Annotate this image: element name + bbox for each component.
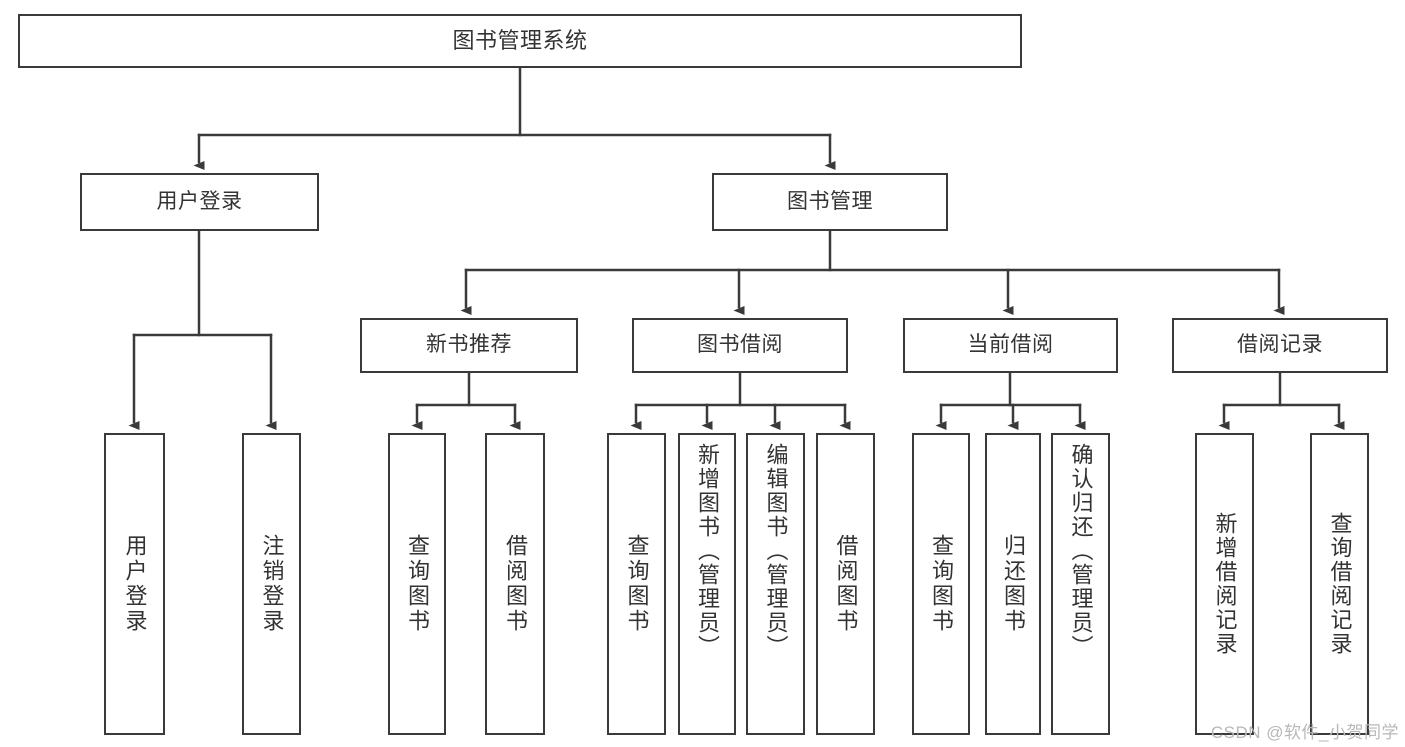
node-leaf-return-book[interactable]: 归还图书 <box>985 433 1041 735</box>
node-current-borrow-label: 当前借阅 <box>967 333 1054 357</box>
node-leaf-query-book-1[interactable]: 查询图书 <box>388 433 446 735</box>
node-leaf-add-record[interactable]: 新增借阅记录 <box>1195 433 1254 735</box>
node-leaf-borrow-book-1[interactable]: 借阅图书 <box>485 433 545 735</box>
node-leaf-confirm-return[interactable]: 确认归还（管理员） <box>1051 433 1110 735</box>
node-leaf-add-record-label: 新增借阅记录 <box>1212 512 1238 656</box>
node-book-borrow-label: 图书借阅 <box>697 333 783 357</box>
node-current-borrow[interactable]: 当前借阅 <box>903 318 1118 373</box>
node-root[interactable]: 图书管理系统 <box>18 14 1022 68</box>
node-leaf-user-login-label: 用户登录 <box>122 534 148 634</box>
node-new-book-recommend[interactable]: 新书推荐 <box>360 318 578 373</box>
node-leaf-query-book-3-label: 查询图书 <box>929 534 954 634</box>
node-leaf-borrow-book-1-label: 借阅图书 <box>503 534 528 634</box>
node-leaf-user-logout-label: 注销登录 <box>259 534 285 634</box>
node-leaf-query-record[interactable]: 查询借阅记录 <box>1310 433 1369 735</box>
node-leaf-borrow-book-2[interactable]: 借阅图书 <box>816 433 875 735</box>
node-leaf-query-record-label: 查询借阅记录 <box>1327 512 1353 656</box>
node-leaf-add-book[interactable]: 新增图书（管理员） <box>678 433 736 735</box>
watermark: CSDN @软件_小贺同学 <box>1210 723 1399 742</box>
node-leaf-query-book-3[interactable]: 查询图书 <box>912 433 970 735</box>
node-leaf-query-book-2[interactable]: 查询图书 <box>607 433 666 735</box>
node-root-label: 图书管理系统 <box>452 28 588 54</box>
node-borrow-record[interactable]: 借阅记录 <box>1172 318 1388 373</box>
node-leaf-add-book-label: 新增图书（管理员） <box>695 443 720 659</box>
node-leaf-return-book-label: 归还图书 <box>1001 534 1026 634</box>
node-leaf-query-book-2-label: 查询图书 <box>624 534 650 634</box>
node-user-login[interactable]: 用户登录 <box>80 173 319 231</box>
node-book-manage[interactable]: 图书管理 <box>712 173 948 231</box>
node-book-borrow[interactable]: 图书借阅 <box>632 318 848 373</box>
node-leaf-confirm-return-label: 确认归还（管理员） <box>1068 443 1094 659</box>
node-new-book-recommend-label: 新书推荐 <box>426 333 512 357</box>
node-borrow-record-label: 借阅记录 <box>1237 333 1323 357</box>
node-book-manage-label: 图书管理 <box>787 189 873 213</box>
node-leaf-user-logout[interactable]: 注销登录 <box>242 433 301 735</box>
node-user-login-label: 用户登录 <box>156 189 243 213</box>
node-leaf-edit-book-label: 编辑图书（管理员） <box>763 443 789 659</box>
node-leaf-query-book-1-label: 查询图书 <box>405 534 430 634</box>
node-leaf-edit-book[interactable]: 编辑图书（管理员） <box>746 433 805 735</box>
node-leaf-user-login[interactable]: 用户登录 <box>104 433 165 735</box>
node-leaf-borrow-book-2-label: 借阅图书 <box>833 534 859 634</box>
